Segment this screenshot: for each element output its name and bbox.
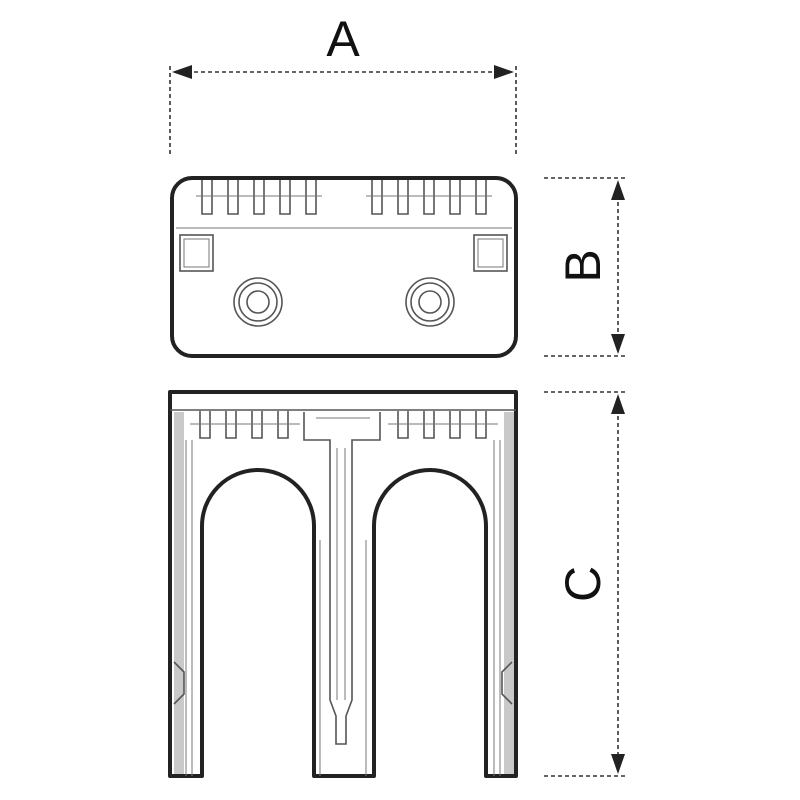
right-leg-notch — [501, 661, 513, 705]
mounting-hole-right — [405, 277, 455, 327]
latch-left-outer — [179, 234, 214, 272]
latch-left — [179, 234, 214, 272]
dimension-c-arrow-bottom — [611, 754, 625, 774]
dimension-a-arrow-right — [494, 65, 514, 79]
latch-left-inner — [183, 238, 210, 268]
center-stem — [303, 412, 381, 745]
hole-middle-ring — [238, 282, 278, 322]
left-leg-notch — [173, 661, 185, 705]
right-leg-details — [493, 440, 513, 776]
dimension-a: A — [169, 11, 517, 156]
left-leg-details — [173, 440, 193, 776]
hole-outer-ring — [405, 277, 455, 327]
left-wall-shade — [174, 412, 184, 774]
top-view — [170, 176, 518, 358]
dimension-a-label: A — [326, 11, 360, 67]
dimension-c-arrow-top — [611, 394, 625, 414]
top-slot — [397, 180, 409, 215]
hole-middle-ring — [410, 282, 450, 322]
dimension-c: C — [544, 391, 626, 777]
hole-inner-ring — [418, 290, 442, 314]
center-leg-details — [319, 540, 367, 776]
hole-inner-ring — [246, 290, 270, 314]
top-slot — [201, 180, 213, 215]
latch-right — [473, 234, 508, 272]
front-view — [168, 390, 518, 778]
dimension-a-arrow-left — [172, 65, 192, 79]
front-view-slots — [190, 411, 498, 439]
top-slot — [305, 180, 317, 215]
latch-right-outer — [473, 234, 508, 272]
top-slot — [475, 180, 487, 215]
top-slot — [423, 180, 435, 215]
right-wall-shade — [504, 412, 514, 774]
top-view-slots-left — [196, 180, 322, 215]
dimension-b-arrow-bottom — [611, 334, 625, 354]
top-view-slots-right — [366, 180, 492, 215]
latch-right-inner — [477, 238, 504, 268]
hole-outer-ring — [233, 277, 283, 327]
dimension-b: B — [544, 177, 626, 357]
top-view-outline — [170, 176, 518, 358]
top-slot — [449, 180, 461, 215]
front-view-outline — [168, 390, 518, 778]
top-slot — [227, 180, 239, 215]
top-slot — [371, 180, 383, 215]
dimension-c-label: C — [555, 566, 611, 602]
mounting-hole-left — [233, 277, 283, 327]
dimension-b-label: B — [555, 249, 611, 282]
top-slot — [279, 180, 291, 215]
center-stem-outline — [303, 412, 381, 745]
top-slot — [253, 180, 265, 215]
dimension-b-arrow-top — [611, 180, 625, 200]
